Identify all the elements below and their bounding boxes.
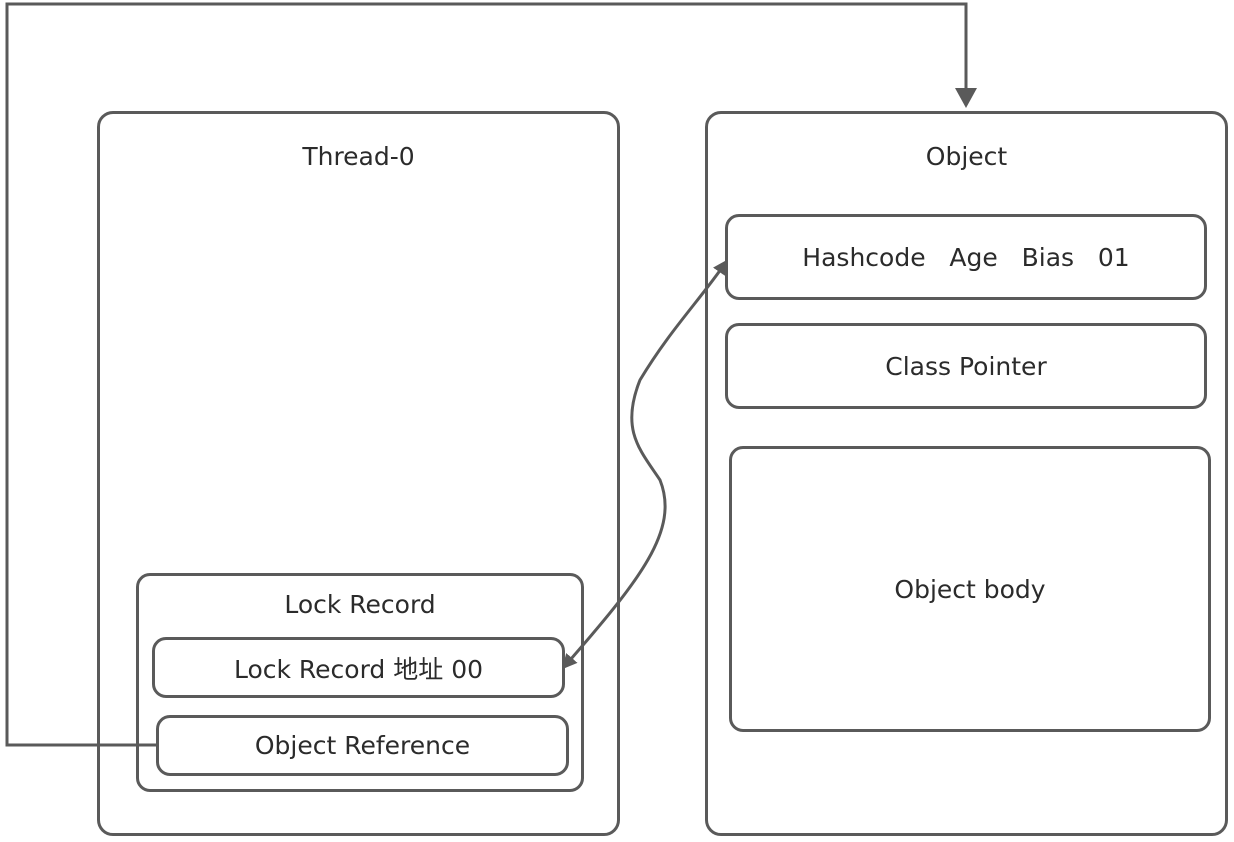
object-header-label: Hashcode Age Bias 01 bbox=[802, 242, 1130, 272]
class-pointer-label: Class Pointer bbox=[885, 351, 1047, 381]
object-reference-label: Object Reference bbox=[254, 731, 471, 760]
class-pointer-field: Class Pointer bbox=[725, 323, 1207, 409]
thread-title: Thread-0 bbox=[302, 142, 415, 171]
object-body-field: Object body bbox=[729, 446, 1211, 732]
object-reference-field: Object Reference bbox=[156, 715, 569, 776]
lock-record-address-label: Lock Record 地址 00 bbox=[233, 654, 484, 684]
object-reference-arrowhead bbox=[955, 88, 977, 108]
object-title: Object bbox=[925, 142, 1008, 171]
object-header-field: Hashcode Age Bias 01 bbox=[725, 214, 1207, 300]
lock-record-address-field: Lock Record 地址 00 bbox=[152, 637, 565, 698]
lock-record-title: Lock Record bbox=[284, 590, 436, 619]
object-body-label: Object body bbox=[894, 574, 1046, 604]
